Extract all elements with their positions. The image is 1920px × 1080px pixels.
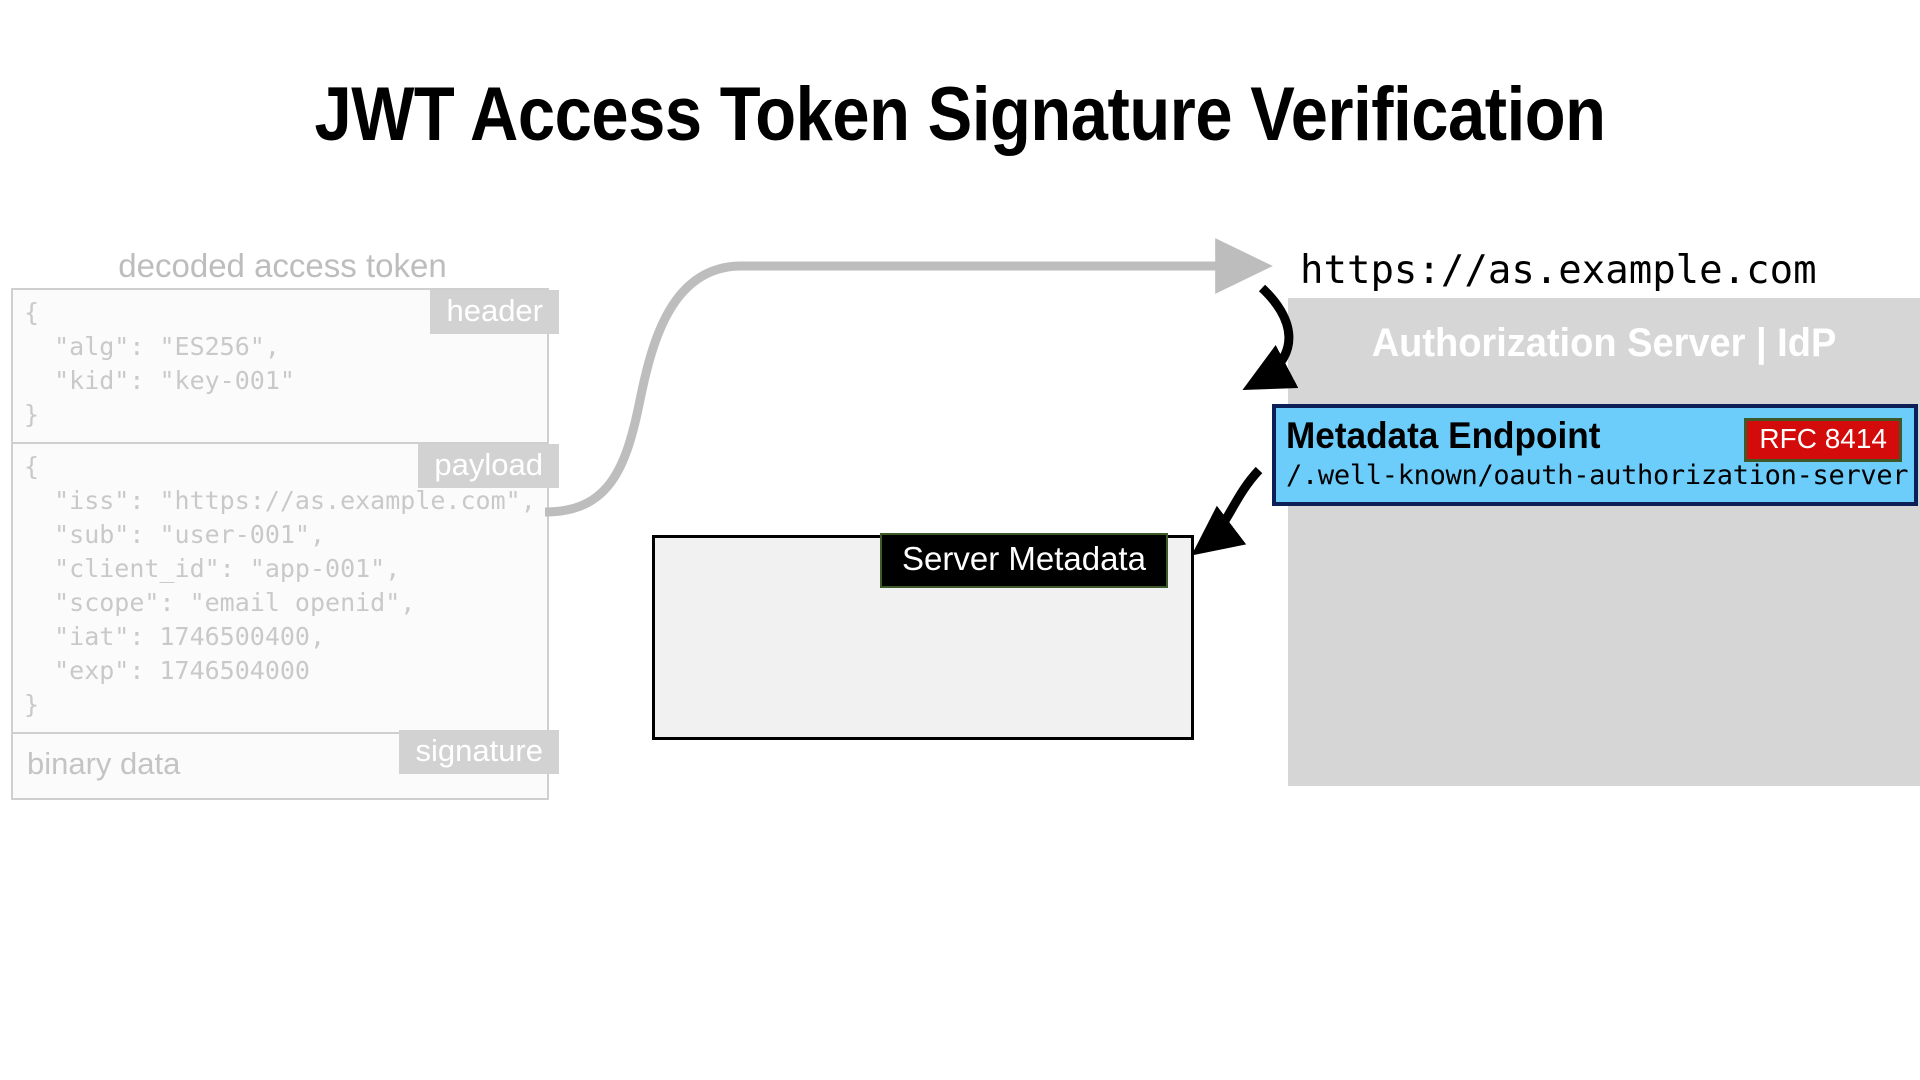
server-metadata-label: Server Metadata — [880, 533, 1168, 588]
arrow-url-to-endpoint — [1242, 284, 1299, 391]
rfc-8414-badge: RFC 8414 — [1744, 418, 1902, 462]
decoded-token-panel: { "alg": "ES256", "kid": "key-001" } hea… — [11, 288, 559, 800]
arrow-endpoint-to-metadata — [1191, 466, 1263, 556]
token-header-section: { "alg": "ES256", "kid": "key-001" } hea… — [13, 290, 559, 442]
authorization-server-title: Authorization Server | IdP — [1371, 321, 1837, 365]
token-payload-tag: payload — [418, 444, 559, 488]
page-title: JWT Access Token Signature Verification — [314, 72, 1606, 157]
decoded-token-caption: decoded access token — [118, 247, 447, 284]
metadata-endpoint-box[interactable]: Metadata Endpoint /.well-known/oauth-aut… — [1272, 404, 1918, 506]
metadata-endpoint-path: /.well-known/oauth-authorization-server — [1286, 460, 1909, 491]
arrow-issuer-lookup — [544, 238, 1273, 517]
token-payload-code: { "iss": "https://as.example.com", "sub"… — [24, 452, 536, 719]
metadata-endpoint-title: Metadata Endpoint — [1286, 415, 1601, 456]
token-payload-section: { "iss": "https://as.example.com", "sub"… — [13, 442, 559, 732]
issuer-url-label: https://as.example.com — [1300, 248, 1817, 293]
token-signature-tag: signature — [399, 730, 559, 774]
token-signature-section: binary data signature — [13, 730, 559, 798]
token-header-code: { "alg": "ES256", "kid": "key-001" } — [24, 298, 295, 429]
authorization-server-box: Authorization Server | IdP — [1288, 298, 1920, 786]
token-signature-text: binary data — [27, 746, 181, 781]
token-header-tag: header — [430, 290, 559, 334]
